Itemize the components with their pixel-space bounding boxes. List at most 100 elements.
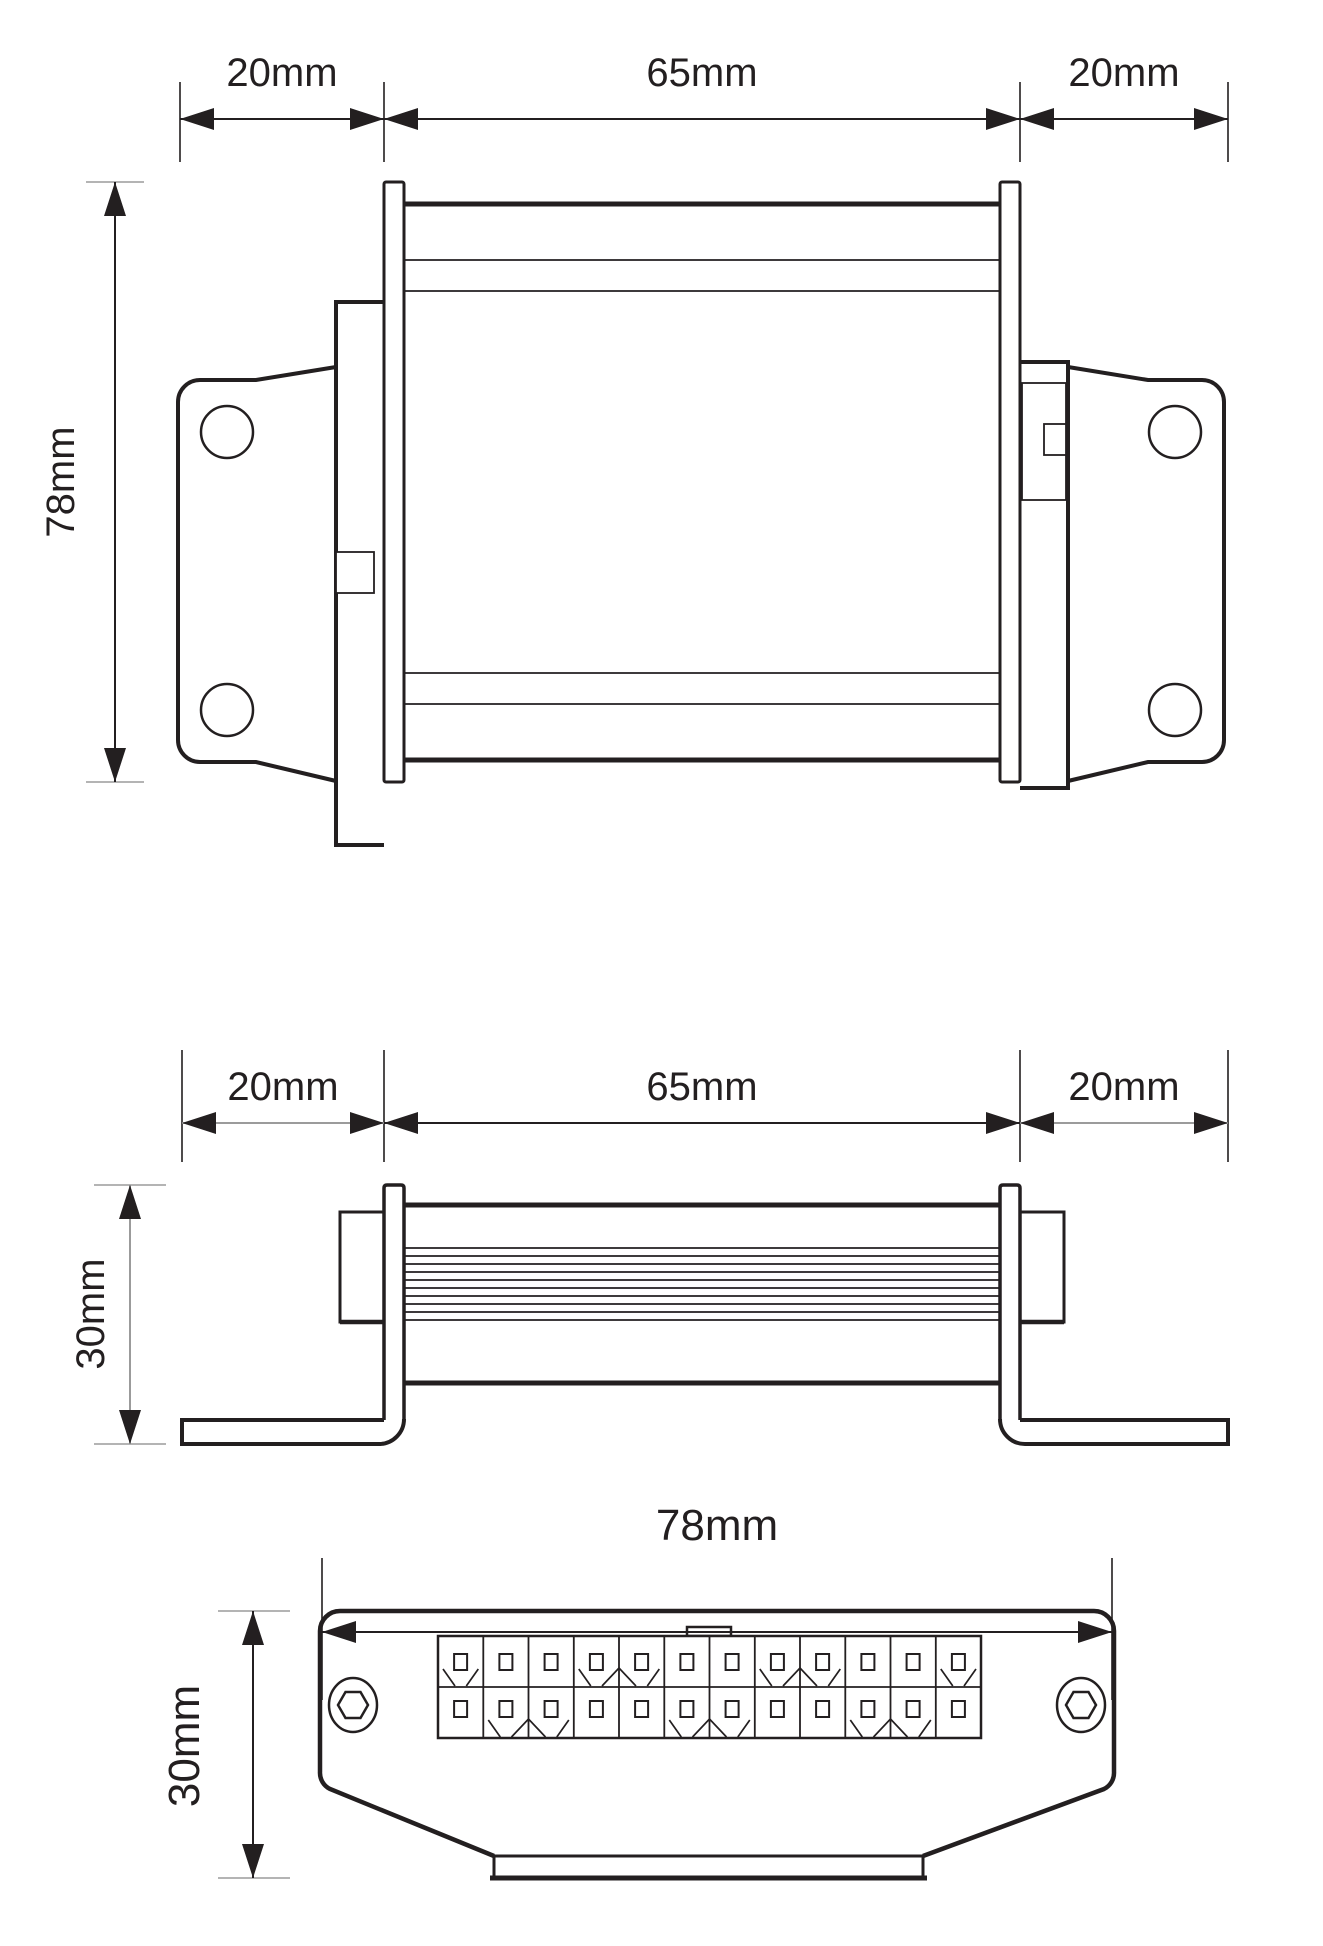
dim-label-height: 30mm [69,1258,113,1369]
screw-boss [327,1676,379,1734]
mounting-foot-left [180,1418,406,1446]
screw-boss [1055,1676,1107,1734]
dim-label-top-left: 20mm [226,51,337,95]
arrow-right-icon [350,108,384,130]
side-view-height-dimension: 30mm [69,1184,166,1445]
top-view-width-dimensions: 20mm 65mm 20mm [179,51,1229,162]
top-view-body [382,180,1022,784]
extension-lines [181,1050,1229,1162]
pin [453,1653,469,1671]
pin [905,1700,921,1718]
top-view-height-dimension: 78mm [39,181,144,783]
pin-row-bottom [453,1700,966,1718]
mounting-hole [199,404,255,460]
pin [498,1653,514,1671]
clip-notch [335,551,375,594]
pin [588,1653,604,1671]
pin [543,1700,559,1718]
arrow-left-icon [182,1112,216,1134]
dim-label-top-right: 20mm [1068,51,1179,95]
arrow-left-icon [1020,108,1054,130]
arrow-right-icon [350,1112,384,1134]
arrow-right-icon [1078,1621,1112,1643]
arrow-left-icon [1020,1112,1054,1134]
pin-row-top [453,1653,966,1671]
pin [679,1700,695,1718]
dim-label-side-center: 65mm [646,1065,757,1109]
pin [588,1700,604,1718]
hex-socket-icon [1064,1690,1098,1720]
hex-screw-right [1055,1676,1107,1734]
pin [769,1653,785,1671]
cell-dividers [482,1636,937,1738]
arrow-down-icon [104,748,126,782]
side-view-body [180,1183,1230,1446]
bracket-plate [176,365,337,783]
mounting-bracket-right [1020,360,1226,790]
side-view: 20mm 65mm 20mm 30mm [69,1050,1230,1446]
arrow-left-icon [322,1621,356,1643]
heatsink-fin-lines [404,1247,1000,1321]
bracket-plate [1067,365,1226,783]
bracket-column [1020,360,1070,790]
pin [543,1653,559,1671]
pin [860,1653,876,1671]
arrow-left-icon [384,1112,418,1134]
extension-lines [179,82,1229,162]
arrow-right-icon [1194,1112,1228,1134]
pin [950,1653,966,1671]
body-groove-lines [404,259,1000,705]
arrow-left-icon [180,108,214,130]
arrow-down-icon [242,1844,264,1878]
pin [815,1700,831,1718]
pin [634,1653,650,1671]
end-rail-right [998,1183,1022,1420]
side-block-left [338,1210,386,1324]
arrow-down-icon [119,1410,141,1444]
side-view-width-dimensions: 20mm 65mm 20mm [181,1050,1229,1162]
pin [860,1700,876,1718]
end-rail-left [382,1183,406,1420]
mounting-hole [1147,404,1203,460]
mounting-hole [199,682,255,738]
pin [453,1700,469,1718]
keying-marks-top [442,1666,977,1687]
keying-marks-bottom [487,1717,932,1738]
dim-label-top-center: 65mm [646,51,757,95]
arrow-right-icon [1194,108,1228,130]
pin [905,1653,921,1671]
mounting-hole [1147,682,1203,738]
mounting-bracket-left [176,300,384,847]
pin [815,1653,831,1671]
front-view-body [317,1608,1117,1881]
pin [634,1700,650,1718]
pin-connector [436,1625,983,1740]
dim-label-height: 30mm [160,1685,209,1807]
dim-label-width: 78mm [656,1501,778,1550]
arrow-right-icon [986,1112,1020,1134]
hex-socket-icon [336,1690,370,1720]
pin [679,1653,695,1671]
arrow-right-icon [986,108,1020,130]
arrow-up-icon [104,182,126,216]
pin [724,1653,740,1671]
dim-label-side-left: 20mm [227,1065,338,1109]
top-view: 20mm 65mm 20mm 78mm [39,51,1229,847]
dim-label-side-right: 20mm [1068,1065,1179,1109]
pin [724,1700,740,1718]
side-block-right [1018,1210,1066,1324]
arrow-up-icon [242,1611,264,1645]
pin [769,1700,785,1718]
dim-label-height: 78mm [39,426,83,537]
end-rail-right [998,180,1022,784]
mounting-foot-right [998,1418,1230,1446]
hex-screw-left [327,1676,379,1734]
pin [498,1700,514,1718]
arrow-left-icon [384,108,418,130]
pin [950,1700,966,1718]
arrow-up-icon [119,1185,141,1219]
front-view-height-dimension: 30mm [160,1610,290,1879]
end-rail-left [382,180,406,784]
